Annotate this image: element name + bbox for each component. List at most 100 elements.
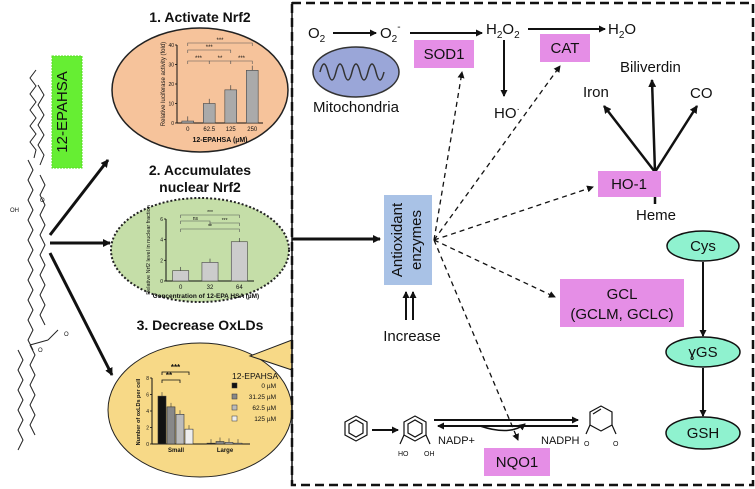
- bar: [201, 262, 219, 282]
- ester-o-label: O: [64, 332, 69, 338]
- bar: [230, 241, 248, 282]
- pathway-frame: [290, 1, 755, 487]
- legend-swatch: [231, 415, 238, 422]
- ygs-node: [665, 336, 741, 368]
- significance-label: ***: [207, 210, 213, 216]
- x-tick-label: 64: [236, 285, 243, 291]
- dashed-arrow-sod1: [433, 71, 465, 241]
- bar: [246, 70, 259, 124]
- arrow-heme-biliverdin: [648, 79, 657, 173]
- y-tick-label: 20: [168, 82, 174, 88]
- step2-title-line2: nuclear Nrf2: [159, 179, 241, 195]
- carbonyl-label: O: [40, 198, 45, 204]
- antioxidant-box: [384, 195, 432, 285]
- significance-label: **: [208, 224, 212, 230]
- x-tick-label: 250: [247, 127, 258, 133]
- iron-label: Iron: [583, 84, 609, 101]
- significance-label: ***: [195, 56, 203, 62]
- nadph-label: NADPH: [541, 435, 580, 447]
- compound-label-box: 12-EPAHSA: [51, 55, 83, 169]
- dashed-arrow-ho1: [433, 185, 594, 241]
- significance-label: ns: [193, 216, 199, 222]
- cat-label: CAT: [551, 40, 580, 57]
- catechol-structure: [399, 415, 431, 445]
- legend-label: 0 µM: [261, 383, 276, 390]
- significance-bracket: [187, 49, 232, 53]
- catechol-ho-label: HO: [398, 451, 409, 458]
- significance-label: ***: [238, 56, 246, 62]
- gsh-label: GSH: [687, 425, 720, 442]
- bar: [215, 441, 225, 445]
- significance-label: ***: [206, 45, 214, 51]
- significance-label: ***: [171, 363, 181, 372]
- h2o-label: H2O: [608, 21, 636, 41]
- bar: [172, 270, 190, 282]
- bar: [175, 413, 185, 445]
- bar: [233, 442, 243, 445]
- arrow-to-step1: [48, 159, 110, 236]
- x-tick-label: 0: [179, 285, 183, 291]
- step2-panel: [110, 197, 290, 303]
- y-tick-label: 40: [168, 43, 174, 49]
- cys-label: Cys: [690, 238, 716, 255]
- quinone-structure: [585, 405, 617, 435]
- y-tick-label: 0: [146, 442, 149, 448]
- catechol-oh-label: OH: [424, 451, 435, 458]
- gcl-box: [560, 279, 684, 327]
- heme-label: Heme: [636, 207, 676, 224]
- legend-swatch: [231, 404, 238, 411]
- significance-bracket: [187, 42, 253, 46]
- y-tick-label: 8: [146, 376, 149, 382]
- significance-bracket: [209, 222, 240, 226]
- step2-title-line1: 2. Accumulates: [149, 162, 251, 178]
- y-tick-label: 2: [160, 258, 163, 264]
- antioxidant-label-line2: enzymes: [408, 210, 425, 270]
- legend-label: 31.25 µM: [249, 394, 276, 401]
- ygs-label: ɣGS: [688, 344, 717, 361]
- o2-label: O2: [308, 25, 326, 45]
- sod1-box: [414, 40, 474, 68]
- significance-bracket: [161, 379, 181, 383]
- ho1-label: HO-1: [611, 176, 647, 193]
- step3-title: 3. Decrease OxLDs: [137, 317, 264, 333]
- bar: [224, 442, 234, 445]
- sod1-label: SOD1: [424, 46, 465, 63]
- dashed-arrow-nqo1: [433, 239, 519, 441]
- biliverdin-label: Biliverdin: [620, 59, 681, 76]
- y-tick-label: 0: [171, 121, 174, 127]
- y-axis-label: Relative Nrf2 level in nuclear fraction: [146, 205, 152, 295]
- increase-label: Increase: [383, 328, 441, 345]
- gcl-label-line1: GCL: [607, 286, 638, 303]
- x-tick-label: 62.5: [203, 127, 215, 133]
- significance-label: **: [218, 56, 223, 62]
- gsh-node: [665, 416, 741, 450]
- x-axis-label: 12-EPAHSA (µM): [193, 137, 248, 144]
- legend-swatch: [231, 382, 238, 389]
- significance-bracket: [180, 220, 211, 224]
- step1-title: 1. Activate Nrf2: [149, 9, 251, 25]
- cat-box: [540, 34, 590, 62]
- dashed-arrow-gcl: [433, 239, 556, 298]
- significance-label: ***: [222, 218, 228, 224]
- y-tick-label: 30: [168, 63, 174, 69]
- hydroxyl-label: HO·: [494, 104, 520, 122]
- x-tick-label: Small: [168, 448, 184, 454]
- significance-bracket: [230, 60, 253, 64]
- step1-panel: [111, 27, 289, 153]
- co-label: CO: [690, 85, 713, 102]
- bar: [157, 395, 167, 445]
- bar: [203, 103, 216, 124]
- legend-label: 125 µM: [254, 416, 276, 423]
- legend-label: 62.5 µM: [252, 405, 276, 412]
- bar: [184, 428, 194, 445]
- y-axis-label: Number of oxLDs per cell: [136, 378, 142, 445]
- ho1-box: [598, 171, 661, 197]
- fatty-acid-structure: [17, 69, 59, 451]
- significance-bracket: [180, 228, 240, 232]
- y-tick-label: 0: [160, 279, 163, 285]
- compound-label: 12-EPAHSA: [54, 71, 71, 152]
- nqo1-label: NQO1: [496, 454, 539, 471]
- gcl-label-line2: (GCLM, GCLC): [570, 306, 673, 323]
